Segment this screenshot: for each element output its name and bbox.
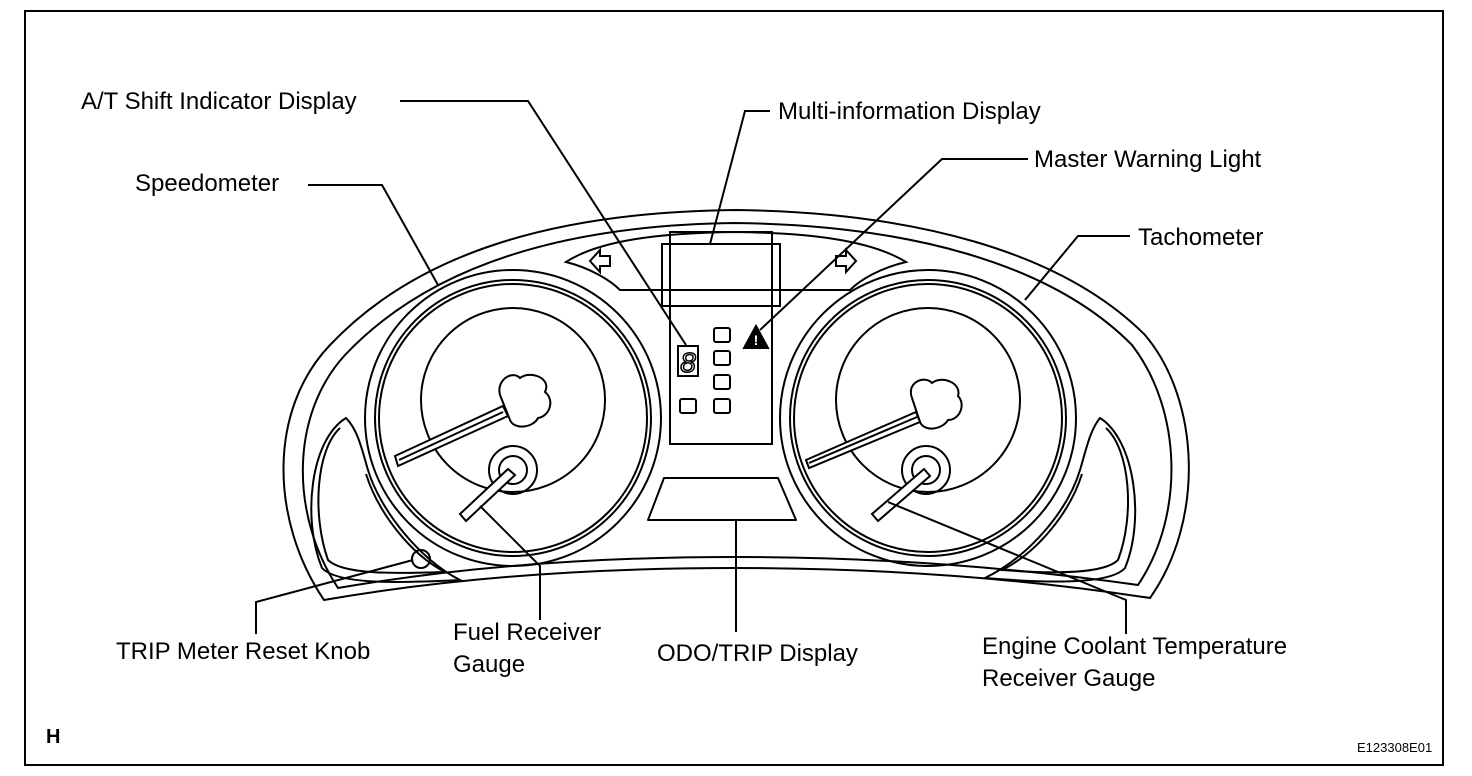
coolant-gauge-needle bbox=[870, 467, 932, 523]
label-at-shift-indicator: A/T Shift Indicator Display bbox=[81, 88, 357, 115]
corner-mark: H bbox=[46, 726, 61, 748]
leader-coolant-gauge bbox=[887, 501, 1127, 634]
right-side-pod bbox=[981, 416, 1137, 583]
right-turn-signal-icon bbox=[835, 247, 858, 275]
master-warning-exclaim: ! bbox=[754, 332, 759, 348]
trip-reset-knob bbox=[411, 549, 431, 569]
tachometer-gauge bbox=[779, 269, 1077, 567]
cluster-outer-outline bbox=[282, 208, 1190, 602]
master-warning-icon bbox=[742, 323, 770, 349]
indicator-lamp bbox=[679, 398, 697, 414]
label-odo-trip-display: ODO/TRIP Display bbox=[657, 640, 858, 667]
fuel-gauge-needle bbox=[458, 467, 517, 523]
odo-trip-display bbox=[647, 477, 797, 521]
label-fuel-receiver-gauge: Fuel Receiver Gauge bbox=[453, 619, 602, 678]
center-panel bbox=[669, 231, 773, 445]
shift-indicator-digit: 8 bbox=[680, 347, 696, 378]
multi-information-display bbox=[661, 243, 781, 307]
indicator-lamp bbox=[713, 374, 731, 390]
label-multi-information-display: Multi-information Display bbox=[778, 98, 1041, 125]
leader-tachometer bbox=[1024, 235, 1130, 301]
left-turn-signal-icon bbox=[588, 247, 611, 275]
right-side-pod-inner bbox=[998, 427, 1130, 574]
label-trip-reset-knob: TRIP Meter Reset Knob bbox=[116, 638, 371, 665]
label-tachometer: Tachometer bbox=[1138, 224, 1264, 251]
label-engine-coolant-gauge: Engine Coolant Temperature Receiver Gaug… bbox=[982, 633, 1288, 692]
leader-at-shift bbox=[400, 100, 687, 346]
leader-master-warning bbox=[759, 158, 1028, 331]
speedometer-gauge bbox=[364, 269, 662, 567]
leader-fuel-gauge bbox=[479, 505, 541, 620]
indicator-lamp bbox=[713, 327, 731, 343]
label-master-warning-light: Master Warning Light bbox=[1034, 146, 1262, 173]
leader-speedometer bbox=[308, 184, 439, 286]
leader-trip-reset bbox=[255, 559, 414, 634]
indicator-lamp bbox=[713, 398, 731, 414]
label-speedometer: Speedometer bbox=[135, 170, 280, 197]
leader-multi-info bbox=[709, 110, 770, 245]
shift-indicator-box bbox=[677, 345, 699, 377]
top-display-housing bbox=[563, 230, 909, 291]
cluster-inner-outline bbox=[301, 221, 1173, 590]
left-side-pod bbox=[310, 416, 464, 583]
indicator-lamp bbox=[713, 350, 731, 366]
diagram-frame bbox=[24, 10, 1444, 766]
figure-id: E123308E01 bbox=[1357, 740, 1433, 755]
